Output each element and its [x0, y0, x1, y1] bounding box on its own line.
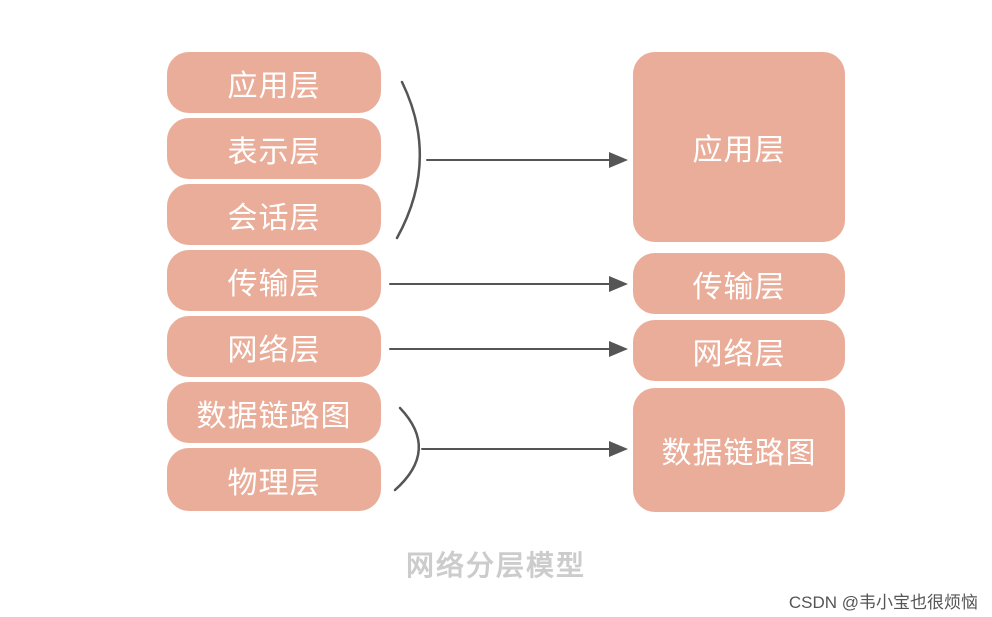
osi-layer-network: 网络层 — [167, 316, 381, 377]
bracket-upper — [395, 80, 421, 240]
tcpip-layer-application: 应用层 — [633, 52, 845, 242]
osi-layer-transport: 传输层 — [167, 250, 381, 311]
bracket-lower — [393, 406, 421, 492]
tcpip-layer-network: 网络层 — [633, 320, 845, 381]
osi-layer-presentation: 表示层 — [167, 118, 381, 179]
osi-layer-application: 应用层 — [167, 52, 381, 113]
osi-layer-session: 会话层 — [167, 184, 381, 245]
watermark: CSDN @韦小宝也很烦恼 — [788, 593, 978, 612]
osi-layer-datalink: 数据链路图 — [167, 382, 381, 443]
arrowhead-transport — [609, 276, 628, 292]
diagram-caption: 网络分层模型 — [405, 549, 586, 582]
arrowhead-network — [609, 341, 628, 357]
tcpip-layer-datalink: 数据链路图 — [633, 388, 845, 512]
tcpip-layer-transport: 传输层 — [633, 253, 845, 314]
arrowhead-datalink — [609, 441, 628, 457]
osi-layer-physical: 物理层 — [167, 448, 381, 511]
arrowhead-application — [609, 152, 628, 168]
